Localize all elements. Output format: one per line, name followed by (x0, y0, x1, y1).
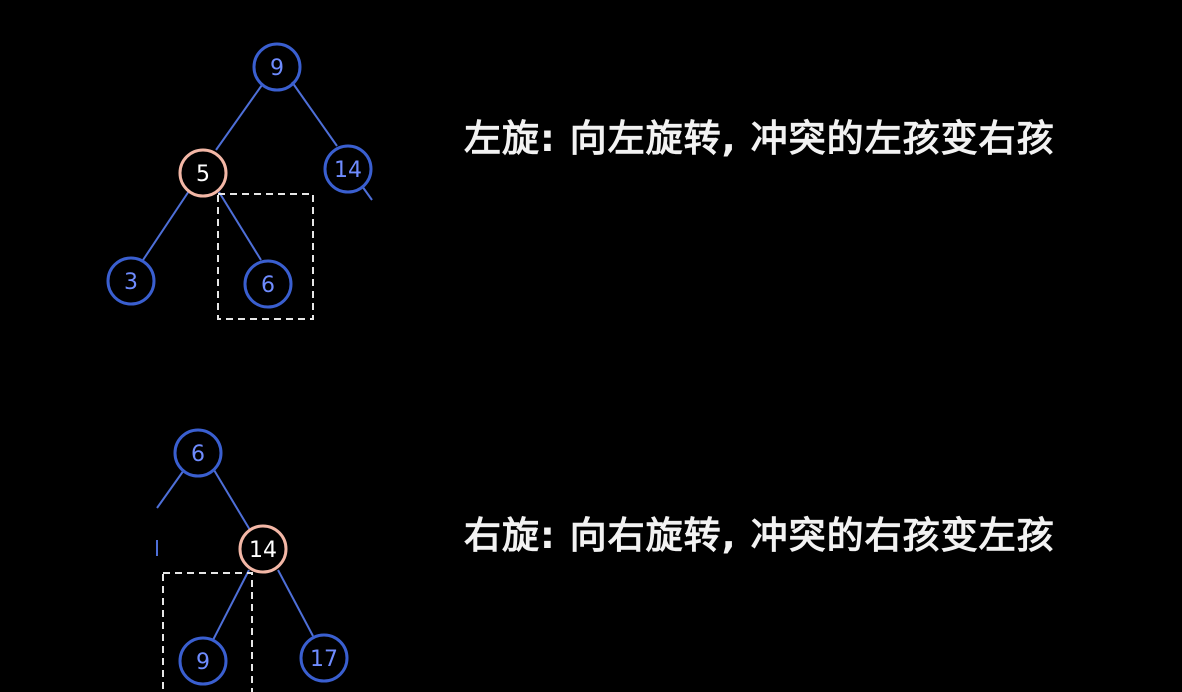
edge-14-9 (212, 569, 250, 641)
tree-node: 9 (252, 42, 302, 92)
pivot-node: 14 (238, 524, 288, 574)
svg-text:14: 14 (334, 158, 362, 183)
edge-5-6 (218, 191, 262, 261)
svg-text:9: 9 (196, 650, 210, 675)
conflict-node: 9 (178, 636, 228, 686)
edge-9-5 (215, 84, 263, 151)
svg-text:6: 6 (191, 442, 205, 467)
tree-node: 6 (173, 428, 223, 478)
tree-node: 14 (323, 144, 373, 194)
edge-6-partial (156, 469, 185, 509)
svg-text:3: 3 (124, 270, 138, 295)
tree-node: 17 (299, 633, 349, 683)
edge-6-14 (213, 469, 251, 531)
right-rotation-caption: 右旋: 向右旋转, 冲突的右孩变左孩 (464, 514, 1055, 557)
conflict-box (217, 193, 314, 320)
edge-5-3 (142, 190, 190, 261)
right-rotation-tree: 6 14 9 17 (156, 428, 349, 692)
svg-text:14: 14 (249, 538, 277, 563)
left-rotation-caption: 左旋: 向左旋转, 冲突的左孩变右孩 (464, 117, 1055, 160)
edge-9-14 (291, 81, 338, 147)
svg-text:17: 17 (310, 647, 338, 672)
svg-text:6: 6 (261, 273, 275, 298)
tree-node: 3 (106, 256, 156, 306)
edge-14-partial (361, 185, 373, 201)
conflict-node: 6 (243, 259, 293, 309)
svg-text:9: 9 (270, 56, 284, 81)
pivot-node: 5 (178, 148, 228, 198)
edge-14-17 (277, 569, 314, 637)
svg-text:5: 5 (196, 162, 210, 187)
conflict-box (162, 572, 253, 692)
left-rotation-tree: 9 5 14 3 6 (106, 42, 373, 320)
